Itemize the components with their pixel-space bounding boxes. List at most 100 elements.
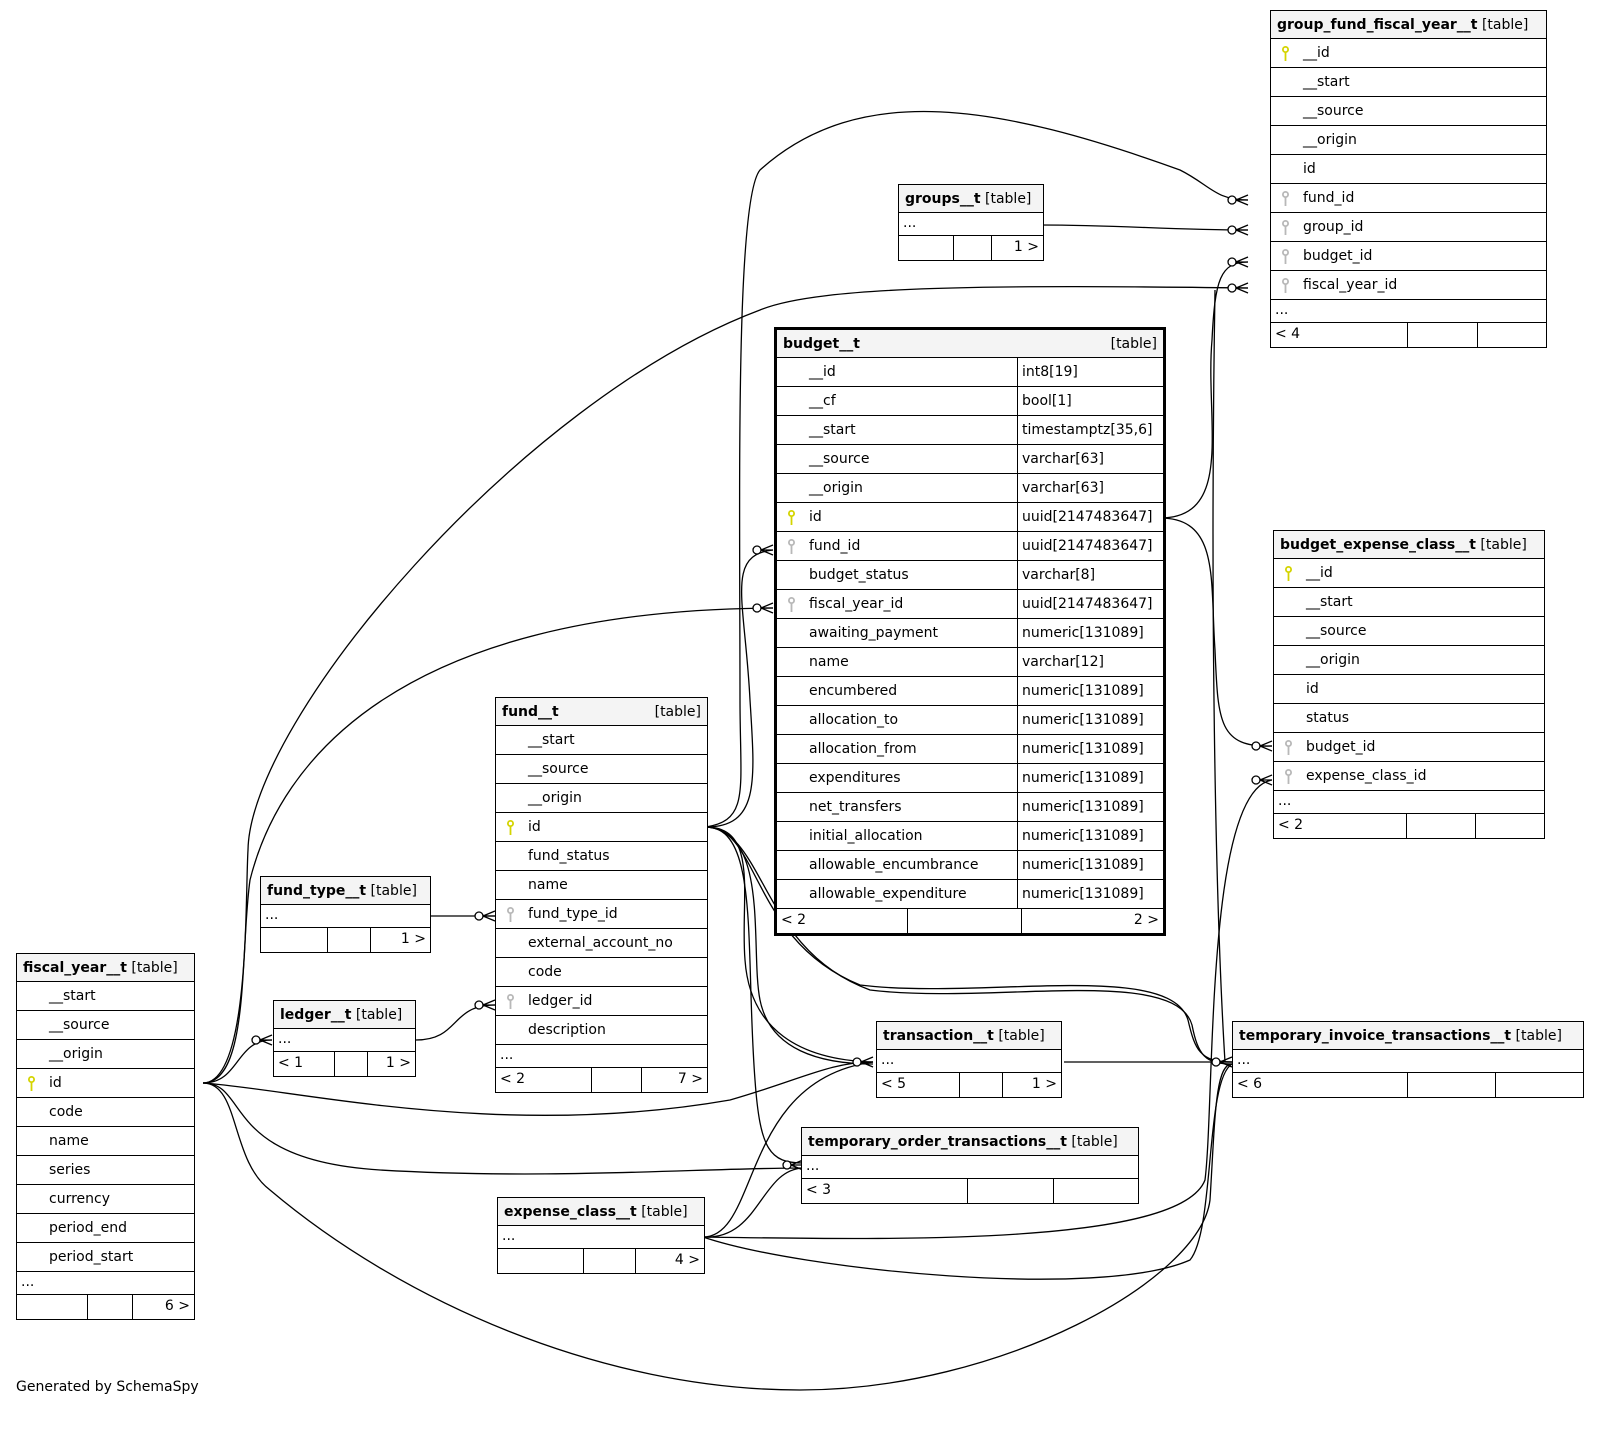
column-row[interactable]: __origin <box>1271 126 1546 155</box>
column-row[interactable]: __origin <box>496 784 707 813</box>
column-row[interactable]: fund_status <box>496 842 707 871</box>
parents-count[interactable]: < 2 <box>496 1068 592 1092</box>
children-count[interactable]: 7 > <box>677 1071 703 1087</box>
children-count[interactable]: 1 > <box>385 1055 411 1071</box>
column-row[interactable]: fund_type_id <box>496 900 707 929</box>
table-ledger[interactable]: ledger__t [table] ... < 1 1 > <box>273 1000 416 1077</box>
column-row[interactable]: ledger_id <box>496 987 707 1016</box>
column-row[interactable]: fiscal_year_id <box>1271 271 1546 300</box>
parents-count[interactable]: < 1 <box>274 1052 335 1076</box>
table-name: group_fund_fiscal_year__t <box>1277 17 1478 33</box>
column-row[interactable]: __id <box>1271 39 1546 68</box>
column-type: int8[19] <box>1017 358 1163 386</box>
parents-count[interactable]: < 5 <box>877 1073 960 1097</box>
column-row[interactable]: description <box>496 1016 707 1045</box>
column-row[interactable]: external_account_no <box>496 929 707 958</box>
column-name: allowable_expenditure <box>809 886 967 902</box>
column-row[interactable]: series <box>17 1156 194 1185</box>
parents-count[interactable]: < 2 <box>1274 814 1407 838</box>
children-count[interactable]: 2 > <box>1133 912 1159 928</box>
children-count[interactable]: 6 > <box>164 1298 190 1314</box>
column-row[interactable]: id <box>17 1069 194 1098</box>
column-row[interactable]: group_id <box>1271 213 1546 242</box>
column-row[interactable]: expense_class_id <box>1274 762 1544 791</box>
column-row[interactable]: id <box>1271 155 1546 184</box>
children-count[interactable]: 4 > <box>674 1252 700 1268</box>
column-type: numeric[131089] <box>1017 764 1163 792</box>
column-row[interactable]: currency <box>17 1185 194 1214</box>
table-expense-class[interactable]: expense_class__t [table] ... 4 > <box>497 1197 705 1274</box>
column-name: __origin <box>809 480 863 496</box>
column-name: __source <box>1303 103 1364 119</box>
column-row[interactable]: __start <box>496 726 707 755</box>
parents-count[interactable]: < 4 <box>1271 323 1408 347</box>
parents-count[interactable]: < 2 <box>777 909 908 933</box>
column-row[interactable]: period_start <box>17 1243 194 1272</box>
table-temporary-invoice-transactions[interactable]: temporary_invoice_transactions__t [table… <box>1232 1021 1584 1098</box>
column-row[interactable]: code <box>17 1098 194 1127</box>
parents-count[interactable]: < 3 <box>802 1179 968 1203</box>
column-name: allowable_encumbrance <box>809 857 979 873</box>
column-row[interactable]: __origin <box>1274 646 1544 675</box>
parents-count[interactable]: < 6 <box>1233 1073 1408 1097</box>
column-row[interactable]: code <box>496 958 707 987</box>
table-transaction[interactable]: transaction__t [table] ... < 5 1 > <box>876 1021 1062 1098</box>
table-group-fund-fiscal-year[interactable]: group_fund_fiscal_year__t [table] __id__… <box>1270 10 1547 348</box>
column-row[interactable]: id <box>496 813 707 842</box>
column-row[interactable]: budget_id <box>1271 242 1546 271</box>
table-footer: 4 > <box>498 1249 704 1273</box>
column-row[interactable]: __source <box>496 755 707 784</box>
column-row[interactable]: __origin <box>17 1040 194 1069</box>
children-count[interactable] <box>1478 323 1546 347</box>
edge-ec-to-transaction <box>702 1061 874 1238</box>
column-row[interactable]: __id <box>1274 559 1544 588</box>
column-row[interactable]: __source <box>1271 97 1546 126</box>
table-groups[interactable]: groups__t [table] ... 1 > <box>898 184 1044 261</box>
crows-foot-marker <box>852 1056 874 1068</box>
column-name: awaiting_payment <box>809 625 939 641</box>
column-row[interactable]: period_end <box>17 1214 194 1243</box>
column-row[interactable]: __source <box>1274 617 1544 646</box>
column-row[interactable]: __start <box>1274 588 1544 617</box>
column-type: numeric[131089] <box>1017 793 1163 821</box>
column-name: currency <box>49 1191 110 1207</box>
column-row[interactable]: fund_id <box>1271 184 1546 213</box>
column-row[interactable]: __start <box>1271 68 1546 97</box>
table-fund-type[interactable]: fund_type__t [table] ... 1 > <box>260 876 431 953</box>
children-count[interactable]: 1 > <box>1031 1076 1057 1092</box>
column-name: __origin <box>528 790 582 806</box>
column-row[interactable]: id <box>1274 675 1544 704</box>
children-count[interactable]: 1 > <box>1013 239 1039 255</box>
column-row[interactable]: budget_id <box>1274 733 1544 762</box>
table-fiscal-year[interactable]: fiscal_year__t [table] __start__source__… <box>16 953 195 1320</box>
column-row[interactable]: status <box>1274 704 1544 733</box>
table-temporary-order-transactions[interactable]: temporary_order_transactions__t [table] … <box>801 1127 1139 1204</box>
column-row[interactable]: name <box>17 1127 194 1156</box>
column-row[interactable]: __source <box>17 1011 194 1040</box>
column-row[interactable]: __start <box>17 982 194 1011</box>
table-budget-expense-class[interactable]: budget_expense_class__t [table] __id__st… <box>1273 530 1545 839</box>
column-row[interactable]: name <box>496 871 707 900</box>
children-count[interactable]: 1 > <box>400 931 426 947</box>
